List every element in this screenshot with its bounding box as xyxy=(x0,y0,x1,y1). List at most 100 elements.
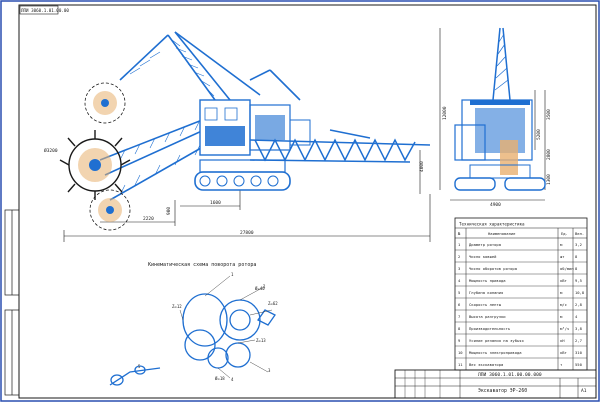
spec-cell-unit: т xyxy=(560,362,562,367)
top-stamp: ЛПИ 3060.1.01.00.00 xyxy=(19,5,69,15)
left-margin-boxes xyxy=(4,209,20,396)
spec-cell-value: 8 xyxy=(575,254,578,259)
spec-cell-value: 3,2 xyxy=(575,242,582,247)
dim-d1: 2220 xyxy=(143,216,154,222)
spec-cell-value: 550 xyxy=(575,362,583,367)
spec-table: Техническая характеристика № Наименовани… xyxy=(454,217,588,371)
spec-cell-unit: м xyxy=(560,242,563,247)
dim-height: 12000 xyxy=(442,106,448,120)
spec-cell-unit: м xyxy=(560,314,563,319)
dim-h1: 3500 xyxy=(546,109,552,120)
spec-cell-name: Диаметр ротора xyxy=(469,242,501,247)
title-doc-code: ЛПИ 3060.1.01.00.00.000 xyxy=(478,372,542,378)
spec-cell-value: 310 xyxy=(575,350,583,355)
machine-house xyxy=(199,99,311,156)
spec-cell-unit: кН xyxy=(560,338,565,343)
front-dimension-lines xyxy=(439,28,546,201)
spec-cell-number: 5 xyxy=(458,290,460,295)
bucket-wheel-lower xyxy=(89,189,131,231)
spec-cell-value: 8 xyxy=(575,266,578,271)
dim-d2: 1600 xyxy=(210,200,221,206)
spec-cell-number: 4 xyxy=(458,278,461,283)
title-name: Экскаватор ЭР-260 xyxy=(478,388,527,394)
kin-label-z62: Z=62 xyxy=(268,301,278,306)
spec-cell-value: 4 xyxy=(575,314,578,319)
spec-cell-number: 1 xyxy=(458,242,461,247)
spec-cell-name: Число ковшей xyxy=(469,254,496,259)
spec-cell-number: 7 xyxy=(458,314,460,319)
dim-h3: 5200 xyxy=(536,129,542,140)
spec-header-val: Вел. xyxy=(575,231,584,236)
spec-cell-name: Вес экскаватора xyxy=(469,362,503,367)
spec-cell-name: Высота разгрузки xyxy=(469,314,506,319)
excavator-front-view: 12000 4900 3500 2800 5200 1300 xyxy=(439,27,552,208)
spec-cell-value: 2,8 xyxy=(575,302,583,307)
spec-cell-name: Число оборотов ротора xyxy=(469,266,517,271)
boom-lattice xyxy=(119,39,215,196)
dim-d3: 4000 xyxy=(419,161,425,172)
spec-cell-value: 9,5 xyxy=(575,278,582,283)
kinematic-scheme: Кинематическая схема поворота ротора 1 2… xyxy=(109,262,278,386)
kin-gear-3 xyxy=(184,329,216,361)
side-dimension-lines xyxy=(63,150,431,242)
bucket-wheel-main xyxy=(59,130,131,200)
kin-shaft xyxy=(109,367,161,386)
dim-d4: 900 xyxy=(166,207,172,215)
spec-cell-value: 2,7 xyxy=(575,338,582,343)
excavator-side-view: 27800 2220 1600 4000 900 xyxy=(44,31,431,242)
dim-h2: 2800 xyxy=(546,149,552,160)
spec-cell-name: Производительность xyxy=(469,326,510,331)
inner-frame xyxy=(18,4,597,399)
spec-cell-unit: шт xyxy=(560,254,565,259)
kin-label-2: 2 xyxy=(263,284,266,289)
title-sheet-format: А1 xyxy=(581,388,587,394)
dim-track-width: 4900 xyxy=(490,202,501,208)
spec-cell-name: Мощность привода xyxy=(469,278,506,283)
front-counterweight xyxy=(500,140,518,175)
front-tracks xyxy=(454,164,546,191)
spec-rows: 1 Диаметр ротора м 3,2 2 Число ковшей шт 8 3 Числ… xyxy=(455,242,587,371)
spec-cell-unit: м/с xyxy=(560,302,567,307)
spec-cell-number: 2 xyxy=(458,254,460,259)
spec-cell-unit: кВт xyxy=(560,278,567,283)
spec-cell-name: Скорость ленты xyxy=(469,302,502,307)
kin-label-z13: Z=13 xyxy=(256,338,266,343)
spec-header-unit: Ед. xyxy=(561,231,568,236)
kin-label-5: 5 xyxy=(138,364,141,369)
spec-cell-unit: м³/ч xyxy=(560,326,569,331)
dim-rotor-diameter: Ø3200 xyxy=(44,147,58,154)
title-block: ЛПИ 3060.1.01.00.00.000 Экскаватор ЭР-26… xyxy=(394,369,597,399)
spec-cell-unit: об/мин xyxy=(560,266,574,271)
spec-cell-number: 3 xyxy=(458,266,460,271)
stamp-text: ЛПИ 3060.1.01.00.00 xyxy=(21,8,69,13)
kin-label-3: 3 xyxy=(268,368,271,373)
spec-cell-number: 10 xyxy=(458,350,463,355)
dim-h4: 1300 xyxy=(546,174,552,185)
kin-label-z12: Z=12 xyxy=(172,304,182,309)
kinematic-caption: Кинематическая схема поворота ротора xyxy=(148,262,256,268)
kin-label-4: 4 xyxy=(231,377,234,382)
spec-title: Техническая характеристика xyxy=(459,222,525,227)
spec-cell-value: 10,8 xyxy=(575,290,585,295)
spec-cell-number: 9 xyxy=(458,338,461,343)
spec-header-name: Наименование xyxy=(488,231,516,236)
spec-cell-name: Мощность электропривода xyxy=(469,350,522,355)
spec-cell-unit: м xyxy=(560,290,563,295)
spec-cell-name: Глубина копания xyxy=(469,290,503,295)
kin-label-d18: Ø=18 xyxy=(215,376,225,381)
kin-coupling xyxy=(257,309,276,326)
spec-cell-number: 6 xyxy=(458,302,461,307)
crawler-tracks xyxy=(194,159,291,191)
bucket-wheel-upper xyxy=(84,82,126,124)
spec-header-n: № xyxy=(458,231,461,236)
spec-cell-number: 8 xyxy=(458,326,461,331)
kin-label-d40: Ø=40 xyxy=(255,286,265,291)
spec-cell-name: Усилие резания на зубьях xyxy=(469,338,525,343)
kin-leader-lines xyxy=(179,275,273,379)
spec-cell-value: 3,8 xyxy=(575,326,583,331)
kin-label-1: 1 xyxy=(231,272,234,277)
front-mast xyxy=(492,27,511,101)
spec-cell-number: 11 xyxy=(458,362,463,367)
spec-cell-unit: кВт xyxy=(560,350,567,355)
